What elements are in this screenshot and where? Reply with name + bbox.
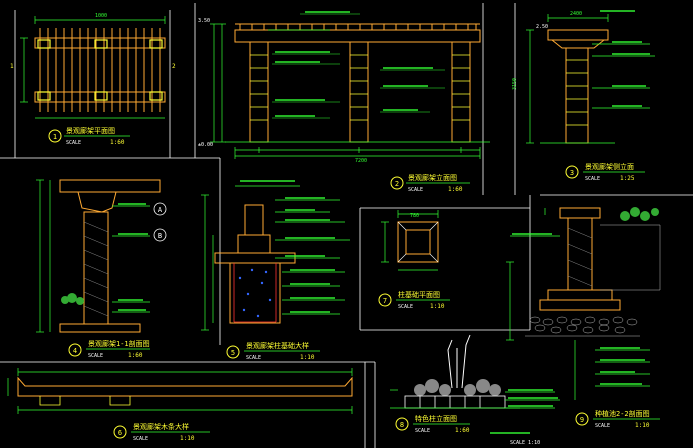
planting-scale-note: SCALE 1:10: [510, 440, 540, 446]
view-8-number: 8: [400, 421, 404, 429]
planting-4: [61, 293, 84, 305]
view-9-scale: 1:10: [635, 422, 650, 429]
dim-3150-label: 3150: [512, 78, 518, 90]
view-9-planting-section: 9 种植池2-2剖面图 SCALE 1:10: [506, 207, 661, 429]
view-2-scale: 1:60: [448, 186, 463, 193]
view-5-number: 5: [231, 349, 235, 357]
view-7-number: 7: [383, 297, 387, 305]
view-3-side-elevation: 3 景观廊架侧立面 SCALE 1:25: [526, 10, 655, 182]
view-7-scale-label: SCALE: [398, 304, 413, 310]
view-1-number: 1: [53, 133, 57, 141]
level-250-label: 2.50: [536, 24, 548, 30]
view-5-title-text: 景观廊架柱基础大样: [246, 341, 309, 350]
dim-2400-label: 2400: [570, 11, 582, 17]
view-8-scale-label: SCALE: [415, 428, 430, 434]
view-4-title-text: 景观廊架1-1剖面图: [88, 339, 150, 348]
view-3-title: 3 景观廊架侧立面 SCALE 1:25: [565, 162, 645, 182]
callout-b-letter: B: [158, 232, 162, 240]
view-3-scale-label: SCALE: [585, 176, 600, 182]
view-3-title-text: 景观廊架侧立面: [585, 162, 634, 171]
view-7-footing-plan: 7 柱基础平面图 SCALE 1:10: [378, 210, 450, 310]
view-9-title: 9 种植池2-2剖面图 SCALE 1:10: [575, 409, 660, 429]
view-1-title-text: 景观廊架平面图: [66, 126, 115, 135]
section-marker-2: 2: [172, 63, 176, 70]
level-350-label: 3.50: [198, 18, 210, 24]
view-3-scale: 1:25: [620, 175, 635, 182]
view-6-scale: 1:10: [180, 435, 195, 442]
view-5-scale-label: SCALE: [246, 355, 261, 361]
view-7-scale: 1:10: [430, 303, 445, 310]
view-4-scale: 1:60: [128, 352, 143, 359]
view-2-title-text: 景观廊架立面图: [408, 173, 457, 182]
view-4-title: 4 景观廊架1-1剖面图 SCALE 1:60: [68, 339, 150, 359]
view-4-number: 4: [73, 347, 77, 355]
callout-b-circle: [153, 228, 167, 242]
dim-1000-label: 1000: [95, 13, 107, 19]
view-8-scale: 1:60: [455, 427, 470, 434]
view-6-scale-label: SCALE: [133, 436, 148, 442]
view-2-scale-label: SCALE: [408, 187, 423, 193]
view-2-title: 2 景观廊架立面图 SCALE 1:60: [390, 173, 470, 193]
view-9-scale-label: SCALE: [595, 423, 610, 429]
view-2-elevation: 3.50 ±0.00 7200 2 景观廊架立面图 SCALE 1:60: [198, 11, 490, 193]
view-6-timber-detail: 6 景观廊架木条大样 SCALE 1:10: [7, 368, 353, 442]
dim-780-label: 780: [410, 213, 419, 219]
view-8-title-text: 特色柱立面图: [415, 414, 457, 423]
level-000-label: ±0.00: [198, 142, 213, 148]
view-7-title-text: 柱基础平面图: [398, 290, 440, 299]
view-5-scale: 1:10: [300, 354, 315, 361]
view-6-number: 6: [118, 429, 122, 437]
view-4-section: A B 4 景观廊架1-1剖面图 SCALE 1:60: [36, 179, 167, 359]
sheet-borders: [0, 3, 693, 448]
callout-a-letter: A: [158, 206, 163, 214]
view-6-title-text: 景观廊架木条大样: [133, 422, 189, 431]
view-1-scale-label: SCALE: [66, 140, 81, 146]
view-7-title: 7 柱基础平面图 SCALE 1:10: [378, 290, 450, 310]
dim-7200-label: 7200: [355, 158, 367, 164]
view-9-title-text: 种植池2-2剖面图: [595, 409, 650, 418]
view-4-scale-label: SCALE: [88, 353, 103, 359]
view-2-number: 2: [395, 180, 399, 188]
view-1-title: 1 景观廊架平面图 SCALE 1:60: [48, 126, 130, 146]
view-8-title: 8 特色柱立面图 SCALE 1:60: [395, 414, 470, 434]
view-1-scale: 1:60: [110, 139, 125, 146]
callout-a-circle: [153, 202, 167, 216]
view-8-feature-column: 8 特色柱立面图 SCALE 1:60: [390, 334, 560, 434]
view-9-number: 9: [580, 416, 584, 424]
section-marker-1: 1: [10, 63, 14, 70]
view-3-number: 3: [570, 169, 574, 177]
view-5-title: 5 景观廊架柱基础大样 SCALE 1:10: [226, 341, 320, 361]
view-1-plan: 1 景观廊架平面图 SCALE 1:60: [20, 16, 166, 146]
view-6-title: 6 景观廊架木条大样 SCALE 1:10: [113, 422, 210, 442]
view-5-footing-detail: 5 景观廊架柱基础大样 SCALE 1:10: [201, 180, 350, 361]
